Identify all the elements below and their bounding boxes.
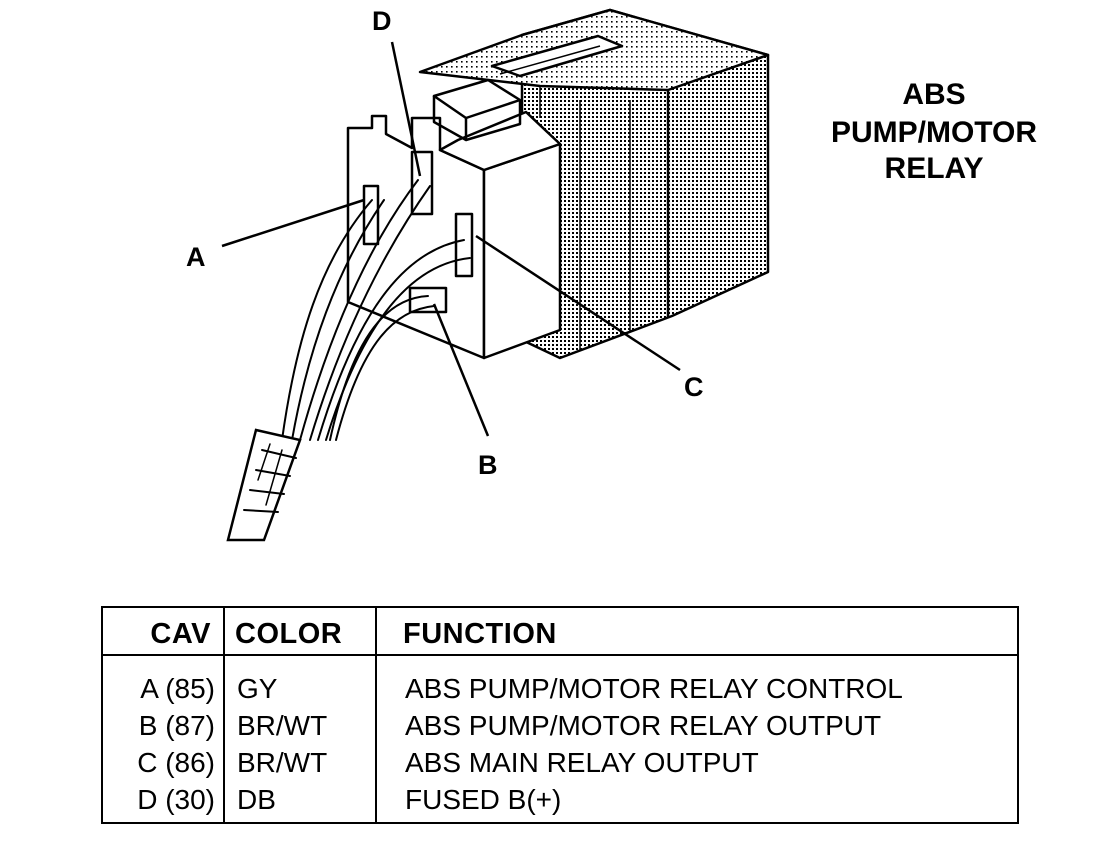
- function-cell: ABS PUMP/MOTOR RELAY OUTPUT: [405, 710, 882, 741]
- function-column: FUNCTION ABS PUMP/MOTOR RELAY CONTROL AB…: [377, 608, 1017, 822]
- connector-housing: [346, 78, 562, 360]
- table-header-rule: [103, 608, 1017, 656]
- cav-cell: D (30): [137, 784, 215, 815]
- callout-label-a: A: [186, 242, 206, 272]
- color-cell: DB: [237, 784, 276, 815]
- header-cav: CAV: [150, 618, 211, 650]
- callout-leaders: [221, 41, 681, 437]
- cav-cell: A (85): [140, 673, 215, 704]
- title-line-3: RELAY: [885, 152, 984, 185]
- wire-harness: [226, 179, 471, 542]
- cav-cell: B (87): [138, 710, 215, 741]
- header-color: COLOR: [235, 618, 343, 650]
- color-column: COLOR GY BR/WT BR/WT DB: [225, 608, 377, 822]
- color-cell: GY: [237, 673, 278, 704]
- cav-column: CAV A (85) B (87) C (86) D (30): [103, 608, 225, 822]
- title-line-1: ABS: [902, 78, 965, 111]
- component-title: ABS PUMP/MOTOR RELAY: [831, 78, 1037, 185]
- relay-connector-diagram: A B C D ABS PUMP/MOTOR RELAY: [186, 6, 1037, 542]
- color-cell: BR/WT: [237, 710, 328, 741]
- callout-label-b: B: [478, 450, 498, 480]
- connector-pinout-table: CAV A (85) B (87) C (86) D (30) COLOR GY…: [101, 606, 1019, 824]
- header-function: FUNCTION: [403, 618, 557, 650]
- function-cell: ABS PUMP/MOTOR RELAY CONTROL: [405, 673, 903, 704]
- function-cell: ABS MAIN RELAY OUTPUT: [405, 747, 759, 778]
- relay-body: [418, 8, 770, 360]
- function-cell: FUSED B(+): [405, 784, 562, 815]
- callout-label-c: C: [684, 372, 704, 402]
- title-line-2: PUMP/MOTOR: [831, 116, 1037, 149]
- color-cell: BR/WT: [237, 747, 328, 778]
- cav-cell: C (86): [137, 747, 215, 778]
- callout-label-d: D: [372, 6, 392, 36]
